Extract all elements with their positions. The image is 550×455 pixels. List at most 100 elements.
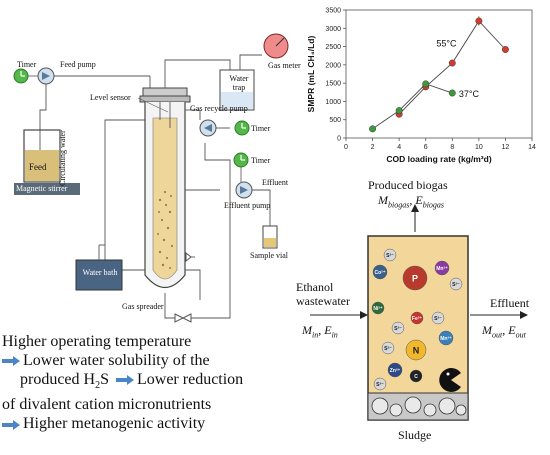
m-out-sub: out	[492, 330, 503, 340]
m-biogas-sub: biogas	[388, 200, 410, 210]
data-point	[369, 125, 377, 133]
y-axis-label: SMPR (mL CH₄/Ld)	[306, 36, 316, 113]
x-tick-label: 8	[450, 144, 454, 151]
summary-line-1: Higher operating temperature	[2, 332, 292, 351]
water-trap-label: Water trap	[229, 74, 249, 92]
summary-line-5-text: Higher metanogenic activity	[23, 415, 206, 433]
particle-circle	[373, 377, 387, 391]
data-point	[475, 17, 483, 25]
feed-pump-label: Feed pump	[60, 60, 96, 69]
y-tick-label: 2000	[325, 62, 341, 69]
y-tick-label: 3500	[325, 8, 341, 15]
m-biogas-symbol: M	[378, 193, 388, 207]
timer-gas-label: Timer	[251, 124, 271, 133]
produced-biogas-label: Produced biogas	[368, 178, 448, 192]
x-tick-label: 6	[424, 144, 428, 151]
particle-label: Fe²⁺	[412, 316, 423, 322]
magnetic-stirrer-label: Magnetic stirrer	[16, 184, 68, 193]
particle-circle	[387, 362, 403, 378]
particle-circle	[383, 248, 397, 262]
gas-spreader-label: Gas spreader	[122, 302, 164, 311]
particle-label: Co²⁺	[375, 270, 386, 276]
particle-circle	[409, 369, 423, 383]
summary-line-3-text-a: produced H	[20, 371, 96, 388]
summary-text: Higher operating temperature Lower water…	[2, 332, 292, 433]
series-label-55: 55°C	[436, 39, 457, 49]
timer-left-label: Timer	[17, 60, 37, 69]
particle-circle	[431, 311, 445, 325]
summary-line-3-text-b: S	[100, 371, 109, 388]
data-point	[448, 89, 456, 97]
data-point	[395, 107, 403, 115]
particle-circle	[402, 265, 428, 291]
particle-label: S²⁻	[394, 326, 402, 332]
m-in-symbol: M	[302, 323, 312, 337]
level-sensor-label: Level sensor	[90, 93, 131, 102]
particle-label: S²⁻	[384, 346, 392, 352]
e-out-sub: out	[515, 330, 526, 340]
e-out-symbol: E	[508, 323, 516, 337]
particle-label: Zn²⁺	[390, 368, 401, 374]
y-tick-label: 2500	[325, 44, 341, 51]
e-biogas-sub: biogas	[422, 200, 445, 210]
gas-recycle-pump-label: Gas recycle pump	[190, 104, 248, 113]
x-tick-label: 2	[371, 144, 375, 151]
particle-circle	[434, 260, 450, 276]
blue-arrow-icon	[116, 375, 134, 386]
data-point	[501, 46, 509, 53]
x-tick-label: 10	[475, 144, 483, 151]
particle-circle	[371, 301, 385, 315]
particle-label: S²⁻	[434, 316, 442, 322]
blue-arrow-icon	[2, 356, 20, 367]
y-tick-label: 3000	[325, 26, 341, 33]
particle-label: S²⁻	[386, 253, 394, 259]
summary-line-1-text: Higher operating temperature	[2, 333, 192, 350]
particle-label: P	[412, 274, 418, 284]
series-line-b	[372, 83, 453, 130]
circulating-water-label: Circulating water	[58, 130, 67, 186]
timer-effluent-label: Timer	[251, 156, 271, 165]
series-line-a	[398, 20, 506, 115]
inflow-symbols: Min, Ein	[302, 323, 338, 340]
x-tick-label: 0	[344, 144, 348, 151]
y-tick-label: 1500	[325, 81, 341, 88]
summary-line-3-sub: 2	[95, 380, 101, 392]
particle-circle	[391, 321, 405, 335]
particle-circle	[438, 330, 454, 346]
effluent-label-right: Effluent	[490, 296, 530, 310]
summary-line-4: of divalent cation micronutrients	[2, 395, 292, 414]
particle-label: S²⁻	[452, 282, 460, 288]
particle-label: N	[413, 346, 420, 356]
x-tick-label: 12	[502, 144, 510, 151]
summary-line-5: Higher metanogenic activity	[2, 414, 292, 433]
reactor-setup-diagram	[13, 33, 289, 323]
particle-circle	[405, 339, 427, 361]
ethanol-label-line1: Ethanol	[296, 280, 334, 294]
data-point	[422, 80, 430, 88]
series-label-37: 37°C	[459, 89, 480, 99]
chart-plot-frame	[345, 9, 533, 139]
particle-label: S²⁻	[376, 382, 384, 388]
particle-label: C	[414, 374, 418, 380]
e-in-sub: in	[331, 330, 338, 340]
particle-circle	[449, 277, 463, 291]
summary-line-3-text-c: Lower reduction	[137, 371, 244, 388]
e-biogas-symbol: E	[415, 193, 423, 207]
biogas-symbols: Mbiogas, Ebiogas	[378, 193, 445, 210]
e-in-symbol: E	[324, 323, 332, 337]
particle-circle	[381, 341, 395, 355]
y-tick-label: 500	[329, 117, 341, 124]
particle-circle	[372, 264, 388, 280]
y-tick-label: 1000	[325, 99, 341, 106]
summary-line-4-text: of divalent cation micronutrients	[2, 396, 212, 414]
y-tick-label: 0	[337, 136, 341, 143]
m-out-symbol: M	[482, 323, 492, 337]
x-tick-label: 14	[528, 144, 536, 151]
blue-arrow-icon	[2, 419, 20, 430]
particle-circle	[410, 311, 424, 325]
feed-label: Feed	[29, 162, 47, 172]
summary-line-2-text: Lower water solubility of the	[23, 352, 210, 369]
x-axis-label: COD loading rate (kg/m³d)	[386, 154, 491, 164]
